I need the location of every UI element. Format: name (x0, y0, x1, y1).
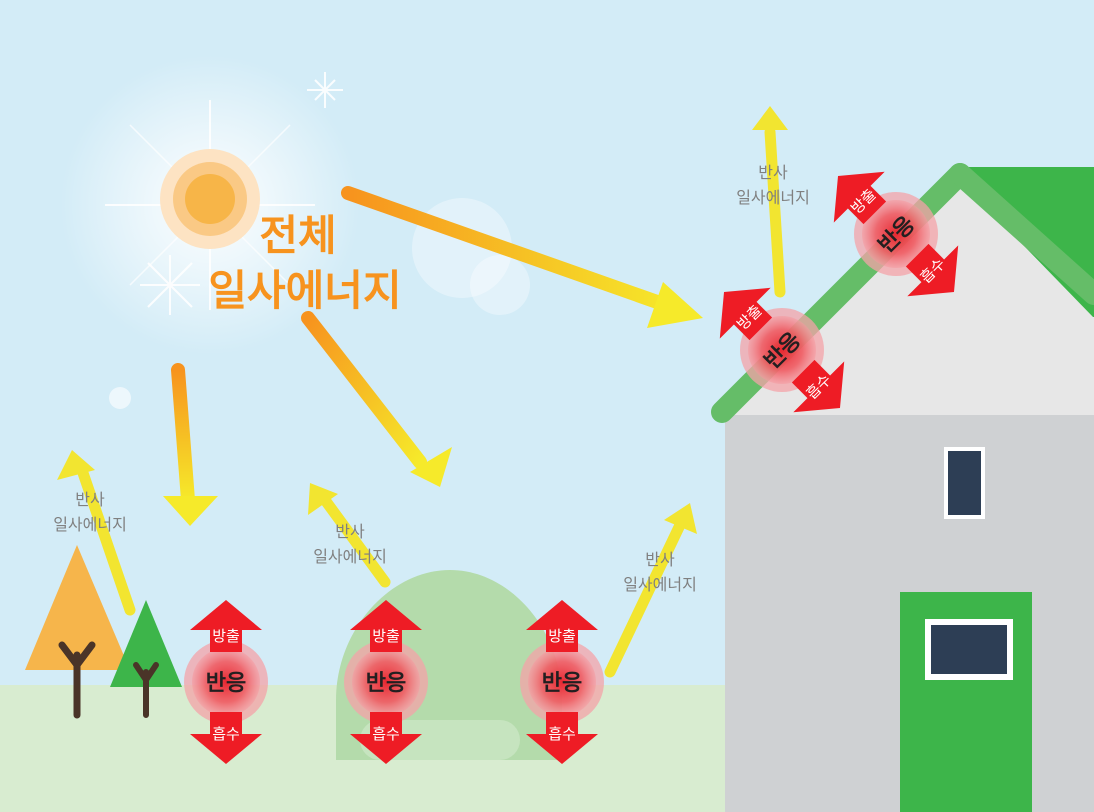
absorb-label: 흡수 (212, 725, 240, 743)
reaction-node: 방출 반응 흡수 (808, 146, 984, 322)
reflected-arrow (308, 483, 391, 588)
reaction-node: 방출 반응 흡수 (184, 600, 268, 764)
reflected-label: 일사에너지 (53, 515, 127, 534)
reflected-label: 일사에너지 (736, 188, 810, 207)
absorb-label: 흡수 (548, 725, 576, 743)
sparkle-icon (140, 255, 200, 315)
reflected-arrow (57, 450, 136, 616)
reflected-label: 반사 (75, 490, 105, 509)
reaction-label: 반응 (542, 671, 582, 696)
title-line1: 전체 (259, 211, 336, 260)
reflected-label: 반사 (645, 550, 675, 569)
sun-icon (60, 55, 360, 355)
incoming-arrow (163, 363, 218, 526)
reflected-label: 일사에너지 (313, 547, 387, 566)
reaction-node: 방출 반응 흡수 (344, 600, 428, 764)
tree-orange (25, 545, 130, 719)
sparkle-icon (307, 72, 343, 108)
reflected-arrow (604, 503, 697, 678)
reaction-node: 방출 반응 흡수 (694, 262, 870, 438)
emit-label: 방출 (372, 627, 400, 645)
title-line2: 일사에너지 (208, 266, 401, 315)
window-small-pane (948, 451, 981, 515)
emit-label: 방출 (212, 627, 240, 645)
reaction-label: 반응 (206, 671, 246, 696)
incoming-arrow (341, 186, 703, 328)
incoming-arrow (301, 311, 452, 487)
reflected-arrow (752, 106, 788, 298)
reaction-label: 반응 (366, 671, 406, 696)
tree-green (110, 600, 182, 718)
house-roof (949, 163, 1094, 305)
reaction-node: 방출 반응 흡수 (520, 600, 604, 764)
reflected-label: 반사 (335, 522, 365, 541)
reflected-label: 일사에너지 (623, 575, 697, 594)
lens-flare (470, 255, 530, 315)
emit-label: 방출 (548, 627, 576, 645)
absorb-label: 흡수 (372, 725, 400, 743)
lens-flare (109, 387, 131, 409)
reflected-label: 반사 (758, 163, 788, 182)
door-window-pane (931, 625, 1007, 674)
